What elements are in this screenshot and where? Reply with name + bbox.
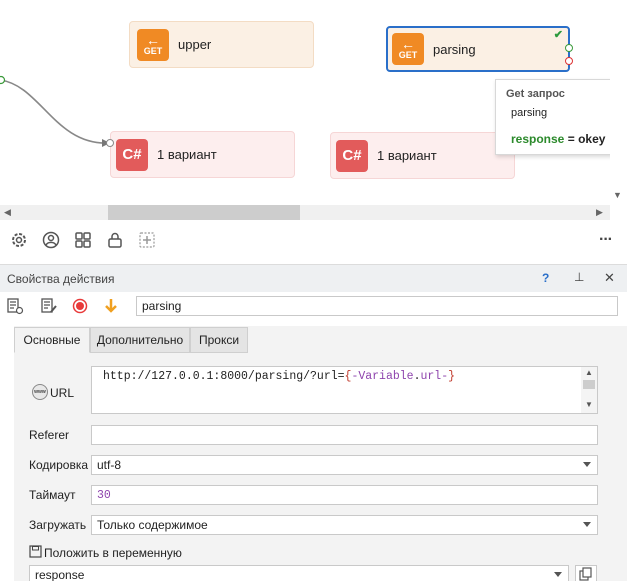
timeout-value: 30 bbox=[97, 488, 111, 502]
gear-icon[interactable] bbox=[8, 229, 30, 251]
timeout-input[interactable]: 30 bbox=[91, 485, 598, 505]
tab-proxy[interactable]: Прокси bbox=[190, 327, 248, 353]
tab-main[interactable]: Основные bbox=[14, 327, 90, 353]
load-value: Только содержимое bbox=[97, 518, 208, 532]
add-square-icon[interactable] bbox=[136, 229, 158, 251]
save-variable-value: response bbox=[35, 568, 85, 581]
save-variable-select[interactable]: response bbox=[29, 565, 569, 581]
tooltip-node-name: parsing bbox=[511, 107, 548, 119]
success-port[interactable] bbox=[565, 44, 573, 52]
tab-advanced[interactable]: Дополнительно bbox=[90, 327, 190, 353]
scroll-down-arrow[interactable]: ▼ bbox=[613, 190, 622, 200]
record-icon[interactable] bbox=[72, 298, 88, 317]
tab-content bbox=[14, 326, 627, 581]
tooltip-assignment: response = okey bbox=[511, 132, 605, 146]
textarea-scrollbar[interactable]: ▲ ▼ bbox=[581, 367, 597, 413]
referer-input[interactable] bbox=[91, 425, 598, 445]
tooltip-value: okey bbox=[578, 132, 606, 146]
encoding-label: Кодировка bbox=[29, 458, 89, 472]
www-icon: www bbox=[32, 384, 48, 400]
canvas-toolbar: ··· bbox=[0, 220, 627, 262]
properties-title: Свойства действия bbox=[7, 272, 115, 286]
encoding-select[interactable]: utf-8 bbox=[91, 455, 598, 475]
csharp-icon: C# bbox=[116, 138, 148, 171]
timeout-label: Таймаут bbox=[29, 488, 76, 502]
node-label: parsing bbox=[433, 41, 476, 57]
error-port[interactable] bbox=[565, 57, 573, 65]
copy-button[interactable] bbox=[575, 565, 597, 581]
chevron-down-icon bbox=[583, 462, 591, 467]
check-icon: ✔ bbox=[553, 29, 563, 41]
scroll-thumb[interactable] bbox=[108, 205, 300, 220]
node-parsing[interactable]: ←GET parsing ✔ bbox=[386, 26, 570, 72]
node-variant-2[interactable]: C# 1 вариант bbox=[330, 132, 515, 179]
user-circle-icon[interactable] bbox=[40, 229, 62, 251]
edit-note-icon[interactable] bbox=[40, 297, 58, 318]
save-to-variable-label: Положить в переменную bbox=[44, 546, 182, 560]
node-label: 1 вариант bbox=[377, 148, 437, 163]
pin-button[interactable]: ⊥ bbox=[574, 270, 585, 284]
node-tooltip: Get запрос parsing response = okey bbox=[495, 79, 616, 155]
vertical-scrollbar[interactable]: ▼ bbox=[610, 0, 627, 205]
tab-label: Основные bbox=[23, 333, 81, 347]
help-button[interactable]: ? bbox=[542, 271, 550, 285]
chevron-down-icon bbox=[554, 572, 562, 577]
get-request-icon: ←GET bbox=[137, 28, 169, 61]
action-name-input[interactable]: parsing bbox=[136, 296, 618, 316]
copy-icon bbox=[579, 567, 592, 581]
scroll-left-arrow[interactable]: ◀ bbox=[4, 207, 11, 217]
node-upper[interactable]: ←GET upper bbox=[129, 21, 314, 68]
input-port[interactable] bbox=[106, 139, 114, 147]
properties-toolbar: parsing bbox=[0, 292, 627, 320]
referer-label: Referer bbox=[29, 428, 70, 442]
arrow-down-icon[interactable] bbox=[103, 297, 119, 318]
action-name-value: parsing bbox=[142, 299, 182, 313]
action-settings-icon[interactable] bbox=[6, 297, 24, 318]
node-variant-1[interactable]: C# 1 вариант bbox=[110, 131, 295, 178]
load-select[interactable]: Только содержимое bbox=[91, 515, 598, 535]
tab-label: Дополнительно bbox=[96, 333, 184, 347]
node-label: 1 вариант bbox=[157, 147, 217, 162]
tooltip-op: = bbox=[567, 132, 575, 146]
tooltip-var: response bbox=[511, 132, 565, 146]
node-label: upper bbox=[178, 37, 212, 52]
horizontal-scrollbar[interactable]: ◀ ▶ bbox=[0, 205, 610, 220]
properties-header: Свойства действия ? ⊥ ✕ bbox=[0, 264, 627, 292]
url-textarea[interactable]: http://127.0.0.1:8000/parsing/?url={-Var… bbox=[91, 366, 598, 414]
encoding-value: utf-8 bbox=[97, 458, 122, 472]
tooltip-title: Get запрос bbox=[506, 88, 565, 100]
close-button[interactable]: ✕ bbox=[604, 270, 615, 285]
connection-line bbox=[0, 75, 110, 147]
lock-icon[interactable] bbox=[104, 229, 126, 251]
save-icon bbox=[29, 545, 42, 561]
more-options-icon[interactable]: ··· bbox=[599, 231, 613, 248]
grid-icon[interactable] bbox=[72, 229, 94, 251]
get-request-icon: ←GET bbox=[392, 33, 424, 65]
url-label: URL bbox=[50, 386, 75, 400]
csharp-icon: C# bbox=[336, 139, 368, 172]
scroll-right-arrow[interactable]: ▶ bbox=[596, 207, 603, 217]
tab-label: Прокси bbox=[198, 333, 240, 347]
load-label: Загружать bbox=[29, 518, 87, 532]
chevron-down-icon bbox=[583, 522, 591, 527]
url-text: http://127.0.0.1:8000/parsing/?url={-Var… bbox=[103, 370, 456, 383]
